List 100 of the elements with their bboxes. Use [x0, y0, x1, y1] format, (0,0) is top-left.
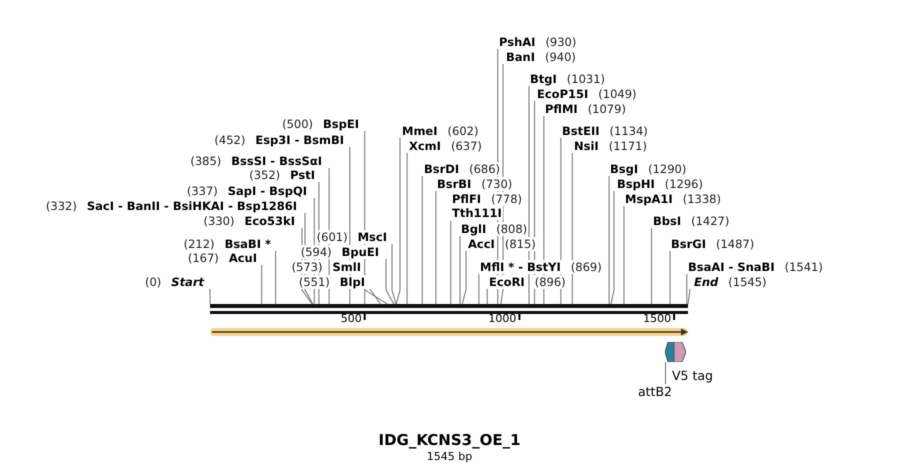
enzyme-name: BspEI	[322, 117, 360, 131]
sequence-length: 1545 bp	[426, 450, 474, 463]
enzyme-name: BstEII	[561, 124, 601, 138]
enzyme-name: BsgI	[609, 162, 640, 176]
enzyme-name: PflMI	[544, 102, 579, 116]
enzyme-name: PflFI	[451, 192, 482, 206]
enzyme-name: BsaBI *	[224, 237, 272, 251]
leader-line	[686, 274, 688, 304]
cut-position: (1031)	[566, 72, 606, 86]
cut-position: (930)	[544, 35, 578, 49]
enzyme-name: Esp3I - BsmBI	[254, 133, 345, 147]
enzyme-name: EcoP15I	[536, 87, 590, 101]
leader-line	[478, 274, 480, 304]
cut-position: (869)	[570, 260, 603, 274]
leader-line	[422, 176, 423, 304]
cut-position: (1545)	[727, 275, 768, 289]
leader-line	[623, 206, 624, 304]
enzyme-name: MflI * - BstYI	[479, 260, 562, 274]
cut-position: (602)	[446, 124, 480, 138]
enzyme-name: BtgI	[529, 72, 558, 86]
enzyme-name: AccI	[467, 237, 496, 251]
leader-line	[688, 288, 690, 304]
cut-position: (212)	[182, 237, 216, 251]
cut-position: (1541)	[784, 260, 824, 274]
cut-position: (167)	[186, 251, 220, 265]
enzyme-name: BsaAI - SnaBI	[687, 260, 776, 274]
leader-line	[435, 190, 436, 304]
leader-line	[370, 288, 381, 304]
cut-position: (1049)	[597, 87, 638, 101]
cut-position: (1134)	[608, 124, 649, 138]
enzyme-name: MspA1I	[624, 192, 674, 206]
leader-line	[486, 288, 488, 304]
leader-line	[572, 152, 573, 304]
leader-line	[392, 244, 396, 304]
enzyme-name: End	[693, 275, 720, 289]
feature-label: V5 tag	[672, 368, 713, 383]
ruler-label: 500	[340, 312, 362, 325]
leader-line	[528, 86, 530, 304]
leader-line	[608, 176, 610, 304]
enzyme-name: XcmI	[408, 139, 442, 153]
cut-position: (594)	[300, 245, 333, 259]
cut-position: (815)	[504, 237, 537, 251]
enzyme-name: NsiI	[573, 139, 600, 153]
enzyme-name: PstI	[289, 168, 316, 182]
cut-position: (330)	[202, 214, 236, 228]
cut-position: (808)	[495, 222, 528, 236]
cut-position: (1487)	[715, 237, 756, 251]
enzyme-name: AcuI	[228, 251, 258, 265]
enzyme-name: MmeI	[401, 124, 439, 138]
leader-line	[450, 220, 452, 304]
cut-position: (0)	[144, 275, 162, 289]
cut-position: (601)	[316, 230, 349, 244]
cut-position: (778)	[490, 192, 524, 206]
enzyme-name: EcoRI	[488, 275, 526, 289]
cut-position: (452)	[213, 133, 246, 147]
leader-line	[462, 250, 466, 304]
cut-position: (500)	[281, 117, 314, 131]
enzyme-name: BlpI	[338, 275, 366, 289]
leader-line	[651, 228, 652, 304]
enzyme-name: Start	[170, 275, 205, 289]
leader-line	[670, 250, 671, 304]
enzyme-name: BglI	[460, 222, 488, 236]
enzyme-name: BsrGI	[670, 237, 707, 251]
cut-position: (573)	[290, 260, 324, 274]
enzyme-name: BanI	[505, 50, 536, 64]
cut-position: (940)	[544, 50, 577, 64]
cut-position: (730)	[480, 177, 514, 191]
cut-position: (1290)	[647, 162, 688, 176]
diagram-title: IDG_KCNS3_OE_1	[377, 431, 522, 449]
feature-arrow-icon	[674, 342, 686, 362]
cut-position: (1296)	[664, 177, 704, 191]
cut-position: (337)	[186, 184, 219, 198]
cut-position: (1338)	[682, 192, 722, 206]
leader-line	[396, 138, 400, 304]
cut-position: (1171)	[608, 139, 648, 153]
enzyme-name: BssSI - BssSαI	[230, 154, 323, 168]
enzyme-name: MscI	[356, 230, 388, 244]
cut-position: (332)	[44, 199, 78, 213]
cut-position: (686)	[468, 162, 502, 176]
cut-position: (1079)	[586, 102, 627, 116]
enzyme-name: BsrDI	[423, 162, 460, 176]
sequence-bar	[210, 304, 688, 314]
enzyme-name: Eco53kI	[243, 214, 296, 228]
leader-line	[665, 362, 666, 384]
cut-position: (352)	[248, 168, 282, 182]
leader-line	[261, 264, 262, 304]
ruler-label: 1500	[643, 312, 672, 325]
feature-arrow-icon	[665, 342, 674, 362]
enzyme-name: SacI - BanII - BsiHKAI - Bsp1286I	[86, 199, 298, 213]
cut-position: (1427)	[690, 214, 730, 228]
cut-position: (551)	[298, 275, 331, 289]
enzyme-name: PshAI	[498, 35, 536, 49]
enzyme-name: SapI - BspQI	[226, 184, 308, 198]
cut-position: (896)	[534, 275, 567, 289]
enzyme-name: Tth111I	[451, 206, 503, 220]
enzyme-name: SmlI	[332, 260, 362, 274]
leader-line	[386, 258, 394, 304]
leader-line	[275, 250, 276, 304]
enzyme-name: BspHI	[616, 177, 656, 191]
leader-line	[406, 152, 408, 304]
